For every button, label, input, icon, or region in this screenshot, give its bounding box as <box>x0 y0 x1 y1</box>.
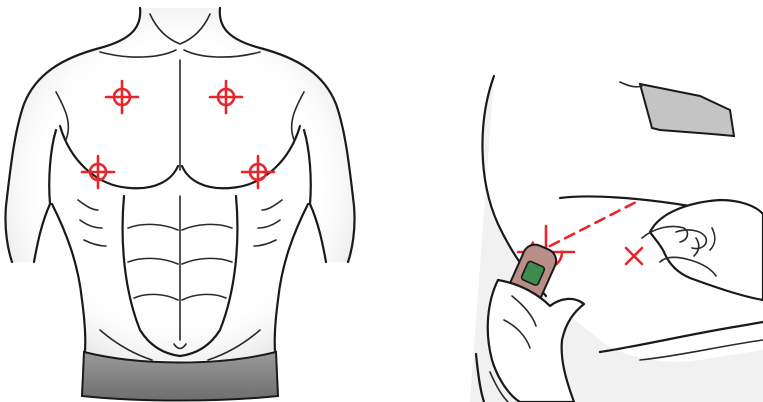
torso-figure <box>5 8 354 401</box>
lower-surface <box>600 322 763 352</box>
hand-right <box>650 200 763 300</box>
guide-line <box>550 200 640 246</box>
reference-line <box>620 82 642 87</box>
x-mark-icon <box>626 248 642 264</box>
placement-scene <box>470 76 763 402</box>
reference-patch <box>640 84 734 136</box>
